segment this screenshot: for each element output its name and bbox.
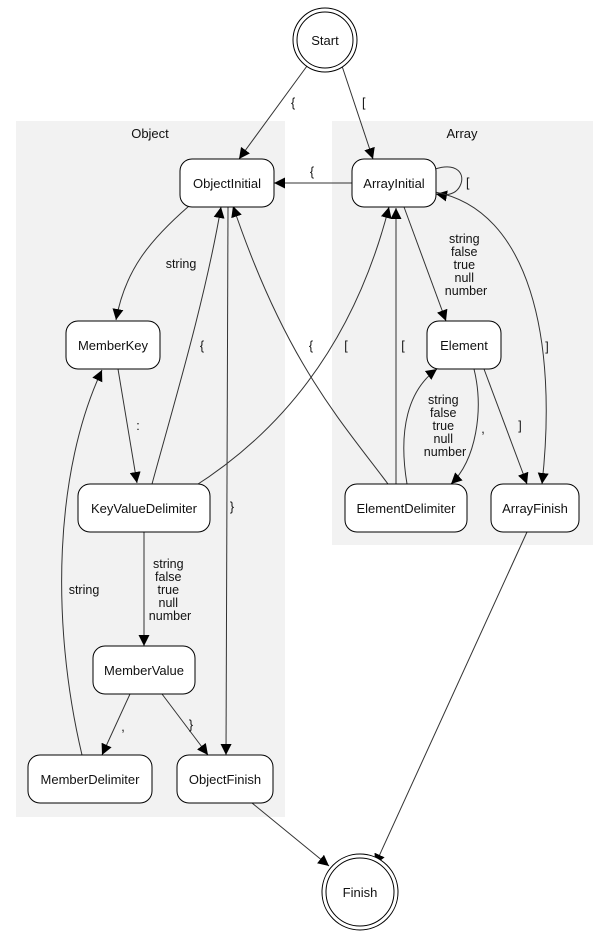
edge-arrayfinish-finish (374, 531, 528, 866)
edge-start-arrayinitial (341, 65, 375, 160)
node-element: Element (426, 320, 502, 370)
edge-kvd-objectinitial (151, 206, 225, 485)
label-objectinit-objectfinish: } (230, 500, 234, 514)
cluster-object-label: Object (131, 126, 169, 141)
label-element-elementdelim: , (481, 422, 484, 436)
label-start-array: [ (362, 96, 366, 110)
cluster-array-label: Array (446, 126, 478, 141)
edge-start-objectinitial (238, 65, 308, 160)
edge-memberdelimiter-memberkey (61, 369, 103, 756)
node-finish-label: Finish (343, 885, 378, 900)
label-elementdelim-arrayinit: [ (401, 339, 405, 353)
node-start-label: Start (311, 33, 339, 48)
label-memberkey-kvd: : (136, 419, 139, 433)
edge-arrayinitial-arrayfinish (434, 191, 549, 485)
edge-element-elementdelim (450, 368, 479, 485)
node-membervalue-label: MemberValue (104, 663, 184, 678)
label-start-object: { (291, 96, 295, 110)
edge-memberkey-kvd (117, 368, 141, 484)
label-objectinit-memberkey: string (166, 257, 197, 271)
edge-membervalue-memberdelimiter (101, 693, 131, 756)
node-keyvaluedelimiter-label: KeyValueDelimiter (91, 501, 198, 516)
label-arrayinit-element: string false true null number (445, 232, 487, 298)
label-kvd-arrayinit: [ (344, 339, 348, 353)
node-objectinitial-label: ObjectInitial (193, 176, 261, 191)
edge-element-arrayfinish (483, 368, 529, 485)
label-kvd-objectinit: { (200, 339, 204, 353)
node-arrayinitial: ArrayInitial (351, 158, 437, 208)
node-elementdelimiter: ElementDelimiter (344, 483, 468, 533)
label-element-arrayfinish: ] (518, 419, 521, 433)
node-start: Start (292, 7, 358, 73)
label-elementdelim-objectinit: { (309, 339, 313, 353)
node-objectfinish-label: ObjectFinish (189, 772, 261, 787)
label-memberdelimiter-memberkey: string (69, 583, 100, 597)
node-memberdelimiter: MemberDelimiter (27, 754, 153, 804)
label-membervalue-objectfinish: } (189, 718, 193, 732)
edge-arrayinitial-element (403, 206, 448, 322)
edges (61, 65, 549, 867)
edge-labels: { [ { [ string : { } [ string false true… (69, 96, 549, 734)
node-arrayfinish-label: ArrayFinish (502, 501, 568, 516)
node-finish: Finish (321, 853, 399, 931)
label-arrayinit-objectinit: { (310, 165, 314, 179)
label-kvd-membervalue: string false true null number (149, 557, 191, 623)
node-arrayfinish: ArrayFinish (490, 483, 580, 533)
edge-elementdelim-objectinitial (231, 205, 389, 485)
node-keyvaluedelimiter: KeyValueDelimiter (77, 483, 211, 533)
node-elementdelimiter-label: ElementDelimiter (357, 501, 457, 516)
label-arrayinit-arrayfinish: ] (545, 340, 548, 354)
label-elementdelim-element: string false true null number (424, 393, 466, 459)
edge-objectinitial-memberkey (112, 205, 190, 321)
edge-objectfinish-finish (251, 802, 330, 867)
node-objectinitial: ObjectInitial (179, 158, 275, 208)
label-membervalue-memberdelimiter: , (121, 720, 124, 734)
node-arrayinitial-label: ArrayInitial (363, 176, 425, 191)
node-memberdelimiter-label: MemberDelimiter (41, 772, 141, 787)
cluster-object: Object (16, 121, 285, 817)
node-element-label: Element (440, 338, 488, 353)
edge-objectinitial-objectfinish (220, 206, 232, 756)
edge-elementdelim-element (403, 368, 438, 485)
node-membervalue: MemberValue (92, 645, 196, 695)
edge-kvd-arrayinitial (191, 206, 392, 489)
node-memberkey-label: MemberKey (78, 338, 149, 353)
node-objectfinish: ObjectFinish (176, 754, 274, 804)
label-arrayinit-self: [ (466, 176, 470, 190)
node-memberkey: MemberKey (65, 320, 161, 370)
edge-membervalue-objectfinish (161, 693, 209, 756)
